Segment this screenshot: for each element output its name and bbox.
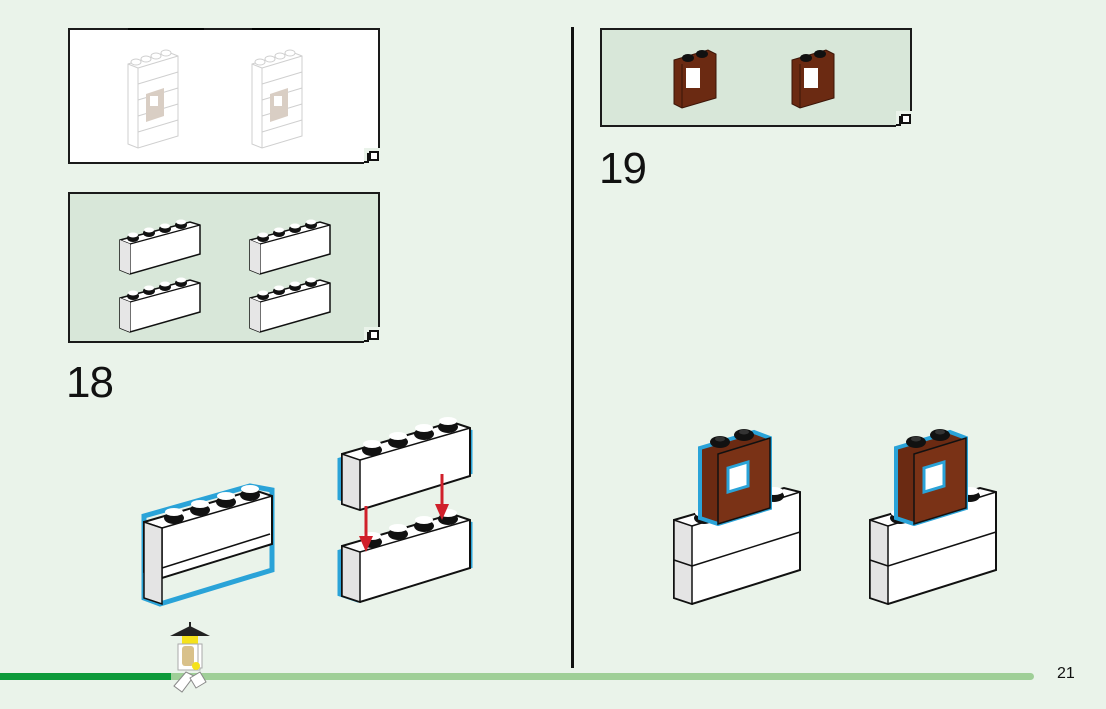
parts-callout-step-18 (68, 192, 380, 343)
placement-arrow-right (435, 474, 449, 520)
callout-corner-icon (364, 148, 380, 164)
step-19-illustration (672, 427, 998, 606)
window-frame-part (673, 49, 717, 109)
step-number-18: 18 (66, 358, 114, 407)
stacked-bricks (141, 483, 275, 607)
step-number-19: 19 (599, 144, 647, 193)
brick-part (249, 276, 331, 333)
top-brick-highlighted (337, 416, 473, 511)
brick-part (119, 276, 201, 333)
faded-window-wall-2 (251, 49, 303, 149)
progress-bar (0, 673, 1034, 680)
page-number: 21 (1057, 665, 1075, 682)
callout-corner-icon (364, 327, 380, 343)
faded-window-wall-1 (127, 49, 179, 149)
progress-bar-fill (0, 673, 171, 680)
parts-callout-step-19 (600, 28, 912, 127)
minifigure-mascot-icon (170, 622, 210, 693)
brick-part (119, 218, 201, 275)
window-frame-part (791, 49, 835, 109)
brick-part (249, 218, 331, 275)
callout-corner-icon (896, 111, 912, 127)
placement-arrow-left (359, 506, 373, 552)
parts-list (119, 218, 331, 333)
step-18-illustration (141, 416, 473, 607)
previous-step-callout (68, 28, 380, 164)
parts-list (673, 49, 835, 109)
column-divider (571, 27, 574, 668)
bottom-brick (337, 508, 473, 603)
window-on-bricks-2 (868, 427, 998, 606)
window-on-bricks-1 (672, 427, 802, 606)
